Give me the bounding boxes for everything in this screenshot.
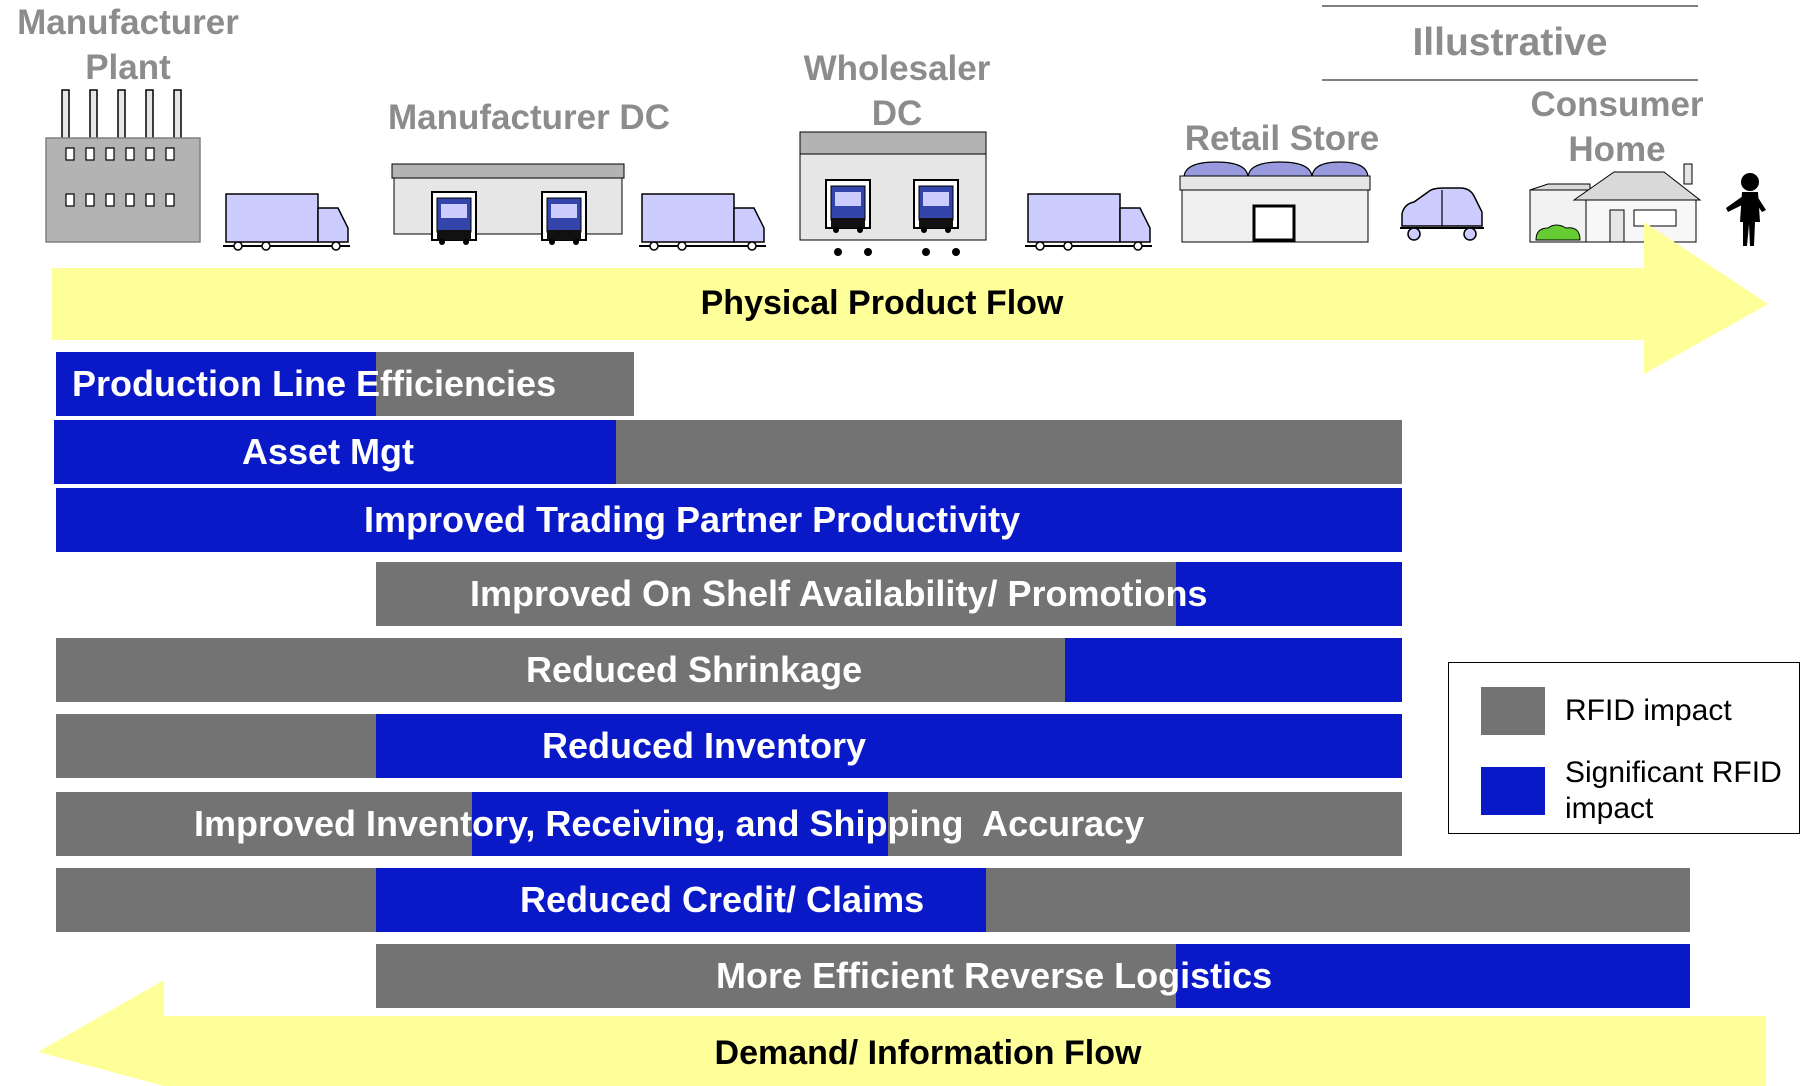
bar-label: Improved On Shelf Availability/ Promotio…: [470, 573, 1208, 614]
stage-label-manufacturer-plant: Manufacturer Plant: [17, 3, 239, 87]
wholesaler-dc-icon: [799, 131, 987, 256]
bar-asset-mgt: Asset Mgt: [54, 420, 1402, 484]
manufacturer-dc-icon: [391, 163, 625, 246]
factory-icon: [45, 89, 201, 243]
bar-production-line-efficiencies: Production Line Efficiencies: [56, 352, 634, 416]
bar-improved-inventory-receiving-shipping-accuracy: Improved Inventory, Receiving, and Shipp…: [56, 792, 1402, 856]
stage-label-wholesaler-dc: Wholesaler DC: [803, 49, 991, 133]
bar-label: Improved Trading Partner Productivity: [364, 499, 1021, 540]
demand-flow-label: Demand/ Information Flow: [714, 1034, 1142, 1072]
bar-label: Asset Mgt: [242, 431, 415, 472]
legend-label-rfid-impact: RFID impact: [1565, 694, 1732, 727]
truck-icon: [222, 193, 351, 251]
legend-swatch-significant-rfid-impact: [1481, 767, 1545, 815]
legend-label-significant-rfid-impact: Significant RFID impact: [1565, 756, 1782, 825]
car-icon: [1400, 187, 1484, 241]
house-icon: [1529, 163, 1702, 243]
stage-label-retail-store: Retail Store: [1184, 119, 1380, 158]
bar-more-efficient-reverse-logistics: More Efficient Reverse Logistics: [376, 944, 1690, 1008]
bar-label: Reduced Shrinkage: [526, 649, 863, 690]
illustrative-label: Illustrative: [1322, 5, 1698, 81]
demand-flow-arrow: [38, 980, 1766, 1086]
bar-reduced-shrinkage: Reduced Shrinkage: [56, 638, 1402, 702]
bar-reduced-credit-claims: Reduced Credit/ Claims: [56, 868, 1690, 932]
legend: RFID impact Significant RFID impact: [1448, 662, 1800, 834]
bar-improved-trading-partner-productivity: Improved Trading Partner Productivity: [56, 488, 1402, 552]
stage-label-consumer-home: Consumer Home: [1530, 85, 1704, 169]
bar-label: Production Line Efficiencies: [72, 363, 557, 404]
physical-flow-arrow: [52, 222, 1768, 374]
physical-flow-label: Physical Product Flow: [700, 284, 1064, 322]
bar-improved-on-shelf-availability: Improved On Shelf Availability/ Promotio…: [376, 562, 1402, 626]
bar-reduced-inventory: Reduced Inventory: [56, 714, 1402, 778]
bar-label: More Efficient Reverse Logistics: [716, 955, 1273, 996]
stage-label-manufacturer-dc: Manufacturer DC: [388, 98, 670, 137]
retail-store-icon: [1179, 161, 1371, 243]
person-icon: [1726, 173, 1766, 246]
bar-label: Improved Inventory, Receiving, and Shipp…: [194, 803, 1145, 844]
truck-icon: [638, 193, 767, 251]
truck-icon: [1024, 193, 1153, 251]
legend-swatch-rfid-impact: [1481, 687, 1545, 735]
bar-label: Reduced Inventory: [542, 725, 867, 766]
bar-label: Reduced Credit/ Claims: [520, 879, 925, 920]
